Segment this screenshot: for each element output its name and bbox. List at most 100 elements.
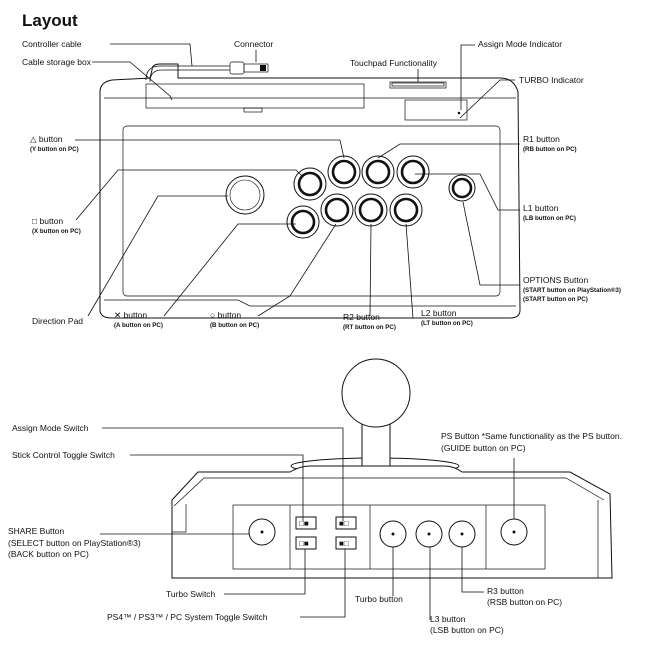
label-l3-button: L3 button (430, 614, 466, 624)
label-assign-mode-switch: Assign Mode Switch (12, 423, 89, 433)
leader-l2 (405, 223, 414, 319)
l1-button-top-circle[interactable] (361, 155, 395, 189)
label-triangle-button: △ button (30, 134, 63, 144)
leader-stick-control (130, 454, 304, 521)
r1b-button-circle[interactable] (396, 155, 430, 189)
system-toggle-switch[interactable]: ■□ (335, 536, 357, 550)
label-turbo-button: Turbo button (355, 594, 403, 604)
label-options-sub2: (START button on PC) (523, 296, 588, 303)
label-l2-button: L2 button (421, 308, 457, 318)
assign-mode-switch[interactable]: ■□ (335, 516, 357, 530)
label-ps-button-sub: (GUIDE button on PC) (441, 443, 526, 453)
indicator-panel (404, 99, 468, 121)
joystick-ball-top (225, 175, 265, 215)
label-triangle-sub: (Y button on PC) (30, 146, 79, 153)
r3-button-dot (460, 532, 464, 536)
square-button[interactable] (286, 205, 320, 239)
label-share-sub2: (BACK button on PC) (8, 549, 89, 559)
cross-button[interactable] (320, 193, 354, 227)
label-options-sub1: (START button on PlayStation®3) (523, 287, 621, 294)
turbo-switch[interactable]: □■ (295, 536, 317, 550)
svg-text:□■: □■ (299, 519, 309, 528)
diagram-title: Layout (22, 11, 78, 30)
bottom-leader-lines (100, 427, 515, 620)
label-stick-control-toggle: Stick Control Toggle Switch (12, 450, 115, 460)
svg-text:■□: ■□ (339, 519, 349, 528)
leader-l1 (415, 173, 520, 211)
direction-pad-top (225, 175, 265, 215)
action-buttons (286, 155, 476, 239)
svg-text:□■: □■ (299, 539, 309, 548)
leader-square (75, 169, 303, 221)
label-share-button: SHARE Button (8, 526, 64, 536)
leader-turbo-indicator (459, 79, 515, 119)
label-r1-button: R1 button (523, 134, 560, 144)
front-left-step (172, 504, 187, 533)
label-r2-sub: (RT button on PC) (343, 324, 396, 331)
label-circle-button: ○ button (210, 310, 241, 320)
leader-assign-indicator (460, 44, 475, 110)
share-button-dot (260, 530, 264, 534)
leader-assign-mode-switch (102, 427, 344, 521)
leader-controller-cable (110, 43, 193, 67)
stick-ball (341, 358, 411, 428)
leader-r1 (377, 143, 520, 159)
leader-cross (163, 223, 296, 317)
bottom-edge-line (104, 299, 516, 307)
label-l3-sub: (LSB button on PC) (430, 625, 504, 635)
r1-button-circle[interactable] (327, 155, 361, 189)
cable-line (145, 65, 230, 81)
stick-shaft (361, 419, 391, 467)
label-touchpad: Touchpad Functionality (350, 58, 438, 68)
label-share-sub1: (SELECT button on PlayStation®3) (8, 538, 141, 548)
label-options-button: OPTIONS Button (523, 275, 588, 285)
label-connector: Connector (234, 39, 273, 49)
label-direction-pad: Direction Pad (32, 316, 83, 326)
label-cable-storage-box: Cable storage box (22, 57, 92, 67)
leader-system-toggle (300, 549, 346, 618)
label-circle-sub: (B button on PC) (210, 322, 259, 329)
front-panel (232, 504, 546, 570)
l3-button-dot (427, 532, 431, 536)
leader-r2 (369, 223, 372, 317)
label-r3-sub: (RSB button on PC) (487, 597, 562, 607)
label-r3-button: R3 button (487, 586, 524, 596)
l2-button-circle[interactable] (389, 193, 423, 227)
usb-icon (260, 65, 266, 71)
leader-cable-storage (92, 61, 173, 101)
label-cross-button: ✕ button (114, 310, 147, 320)
leader-triangle (75, 139, 345, 159)
leader-direction-pad (87, 195, 228, 317)
cable-box-latch (243, 107, 263, 113)
label-ps-button: PS Button *Same functionality as the PS … (441, 431, 622, 441)
label-controller-cable: Controller cable (22, 39, 82, 49)
stick-control-toggle-switch[interactable]: □■ (295, 516, 317, 530)
top-labels: Controller cable Cable storage box Conne… (22, 39, 621, 331)
leader-options (462, 201, 520, 286)
options-button-circle[interactable] (448, 174, 476, 202)
label-r1-sub: (RB button on PC) (523, 146, 577, 153)
label-assign-mode-indicator: Assign Mode Indicator (478, 39, 562, 49)
label-turbo-switch: Turbo Switch (166, 589, 216, 599)
button-panel (122, 125, 501, 297)
top-leader-lines (75, 43, 520, 319)
label-turbo-indicator: TURBO Indicator (519, 75, 584, 85)
r2-button-circle[interactable] (354, 193, 388, 227)
turbo-indicator-led (457, 111, 461, 115)
label-system-toggle: PS4™ / PS3™ / PC System Toggle Switch (107, 612, 268, 622)
bottom-labels: Assign Mode Switch Stick Control Toggle … (8, 423, 622, 635)
touchpad-surface (391, 82, 445, 87)
connector-plug (243, 63, 269, 73)
label-r2-button: R2 button (343, 312, 380, 322)
connector-housing (229, 61, 245, 75)
label-square-sub: (X button on PC) (32, 228, 81, 235)
front-top-edge (173, 477, 605, 507)
label-l2-sub: (LT button on PC) (421, 320, 473, 327)
leader-r3 (461, 547, 484, 593)
label-l1-sub: (LB button on PC) (523, 215, 576, 222)
svg-text:■□: ■□ (339, 539, 349, 548)
joystick-inner-ring (229, 179, 261, 211)
slide-switches: □■ ■□ □■ ■□ (295, 516, 357, 550)
